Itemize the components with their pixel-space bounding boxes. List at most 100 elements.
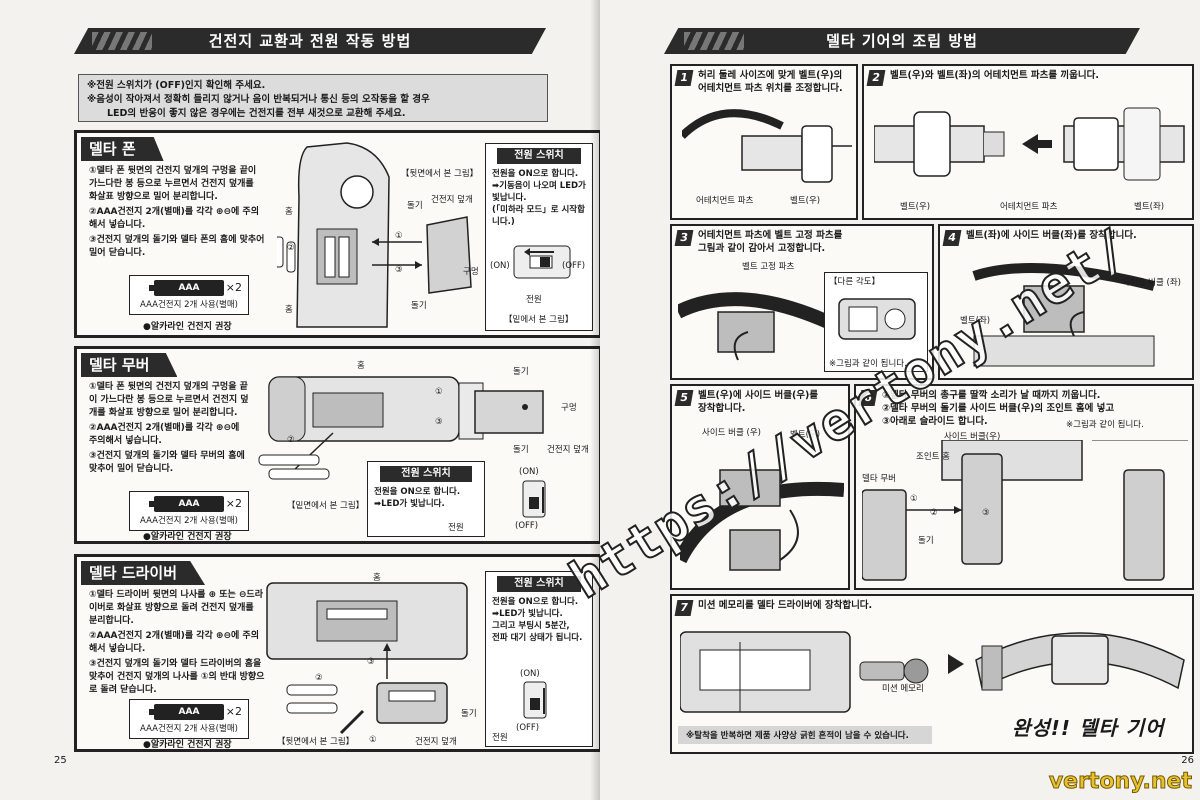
step-text: ①델타 무버의 총구를 딸깍 소리가 날 때까지 끼웁니다. [882,390,1101,401]
left-page-title: 건전지 교환과 전원 작동 방법 [208,32,412,50]
right-page-title: 델타 기어의 조립 방법 [826,32,978,50]
diagram-label: 벨트(우) [790,430,821,440]
diagram-label: 돌기 [513,445,529,455]
diagram-label: 돌기 [918,536,934,546]
battery-caption: AAA건전지 2개 사용(별매) [140,300,238,310]
bottom-view-caption: 【밑면에서 본 그림】 [287,501,365,511]
page-number: 25 [54,755,67,766]
step-text: ②AAA건전지 2개(별매)를 각각 ⊕⊖에 주의해서 넣습니다. [89,207,259,230]
bottom-view-caption: 【밑에서 본 그림】 [504,315,574,325]
battery-spec: AAA ×2 AAA건전지 2개 사용(별매) [129,491,249,531]
switch-off-label: (OFF) [515,521,539,531]
assembly-step-6: 6 ①델타 무버의 총구를 딸깍 소리가 날 때까지 끼웁니다. ②델타 무버의… [854,384,1194,590]
diagram-label: ② [287,435,295,445]
delta-mover-diagram [268,376,544,472]
delta-phone-diagram [277,142,472,328]
assembly-step-3: 3 어테치먼트 파츠에 벨트 고정 파츠를 그림과 같이 감아서 고정합니다. … [670,224,934,380]
diagram-label: 【다른 각도】 [829,277,880,287]
step-text: 허리 둘레 사이즈에 맞게 벨트(우)의 [698,70,843,81]
diagram-label: 벨트(좌) [1134,202,1165,212]
diagram-label: 사이드 버클 (좌) [1122,278,1181,288]
diagram-label: 홈 [373,573,381,583]
power-switch-box: 전원 스위치 전원을 ON으로 합니다. ➡LED가 빛납니다. 그리고 부팅시… [485,571,593,747]
diagram-label: ③ [982,508,990,518]
fixing-part-diagram [678,292,828,361]
battery-icon: AAA [149,280,224,296]
battery-notes: ※전원 스위치가 (OFF)인지 확인해 주세요. ※음성이 작아져서 정확히 … [78,74,548,122]
step-text: ②AAA건전지 2개(별매)를 각각 ⊕⊖에 주의해서 넣습니다. [89,423,240,446]
battery-count: ×2 [225,705,242,718]
diagram-label: ③ [395,265,403,275]
section-delta-mover: 델타 무버 ①델타 폰 뒷면의 건전지 덮개의 구멍을 끝이 가느다란 봉 등으… [74,346,602,544]
diagram-label: ① [910,494,918,504]
logo-watermark: vertony.net [1048,769,1192,795]
diagram-label: 건전지 덮개 [547,445,589,455]
page-number: 26 [1181,755,1194,766]
switch-off-label: (OFF) [562,261,586,271]
right-page: 델타 기어의 조립 방법 1 허리 둘레 사이즈에 맞게 벨트(우)의 어테치먼… [600,0,1200,800]
note-line: ※음성이 작아져서 정확히 들리지 않거나 음이 반복되거나 통신 등의 오작동… [87,94,430,105]
switch-title: 전원 스위치 [379,466,473,482]
switch-power-label: 전원 [526,295,542,305]
diagram-label: ① [369,735,377,745]
power-switch-box: 전원 스위치 전원을 ON으로 합니다. ➡기동음이 나오며 LED가 빛납니다… [485,143,593,331]
battery-caption: AAA건전지 2개 사용(별매) [140,516,238,526]
diagram-label: ※그림과 같이 됩니다. [1066,420,1144,430]
diagram-label: ① [395,231,403,241]
step-text: ②델타 무버의 돌기를 사이드 버클(우)의 조인트 홈에 넣고 [882,403,1115,414]
battery-count: ×2 [225,281,242,294]
assembly-step-1: 1 허리 둘레 사이즈에 맞게 벨트(우)의 어테치먼트 파츠 위치를 조정합니… [670,64,858,220]
step-text: 벨트(우)에 사이드 버클(우)를 [698,390,819,401]
scratch-warning: ※탈착을 반복하면 제품 사양상 긁힌 흔적이 남을 수 있습니다. [678,726,932,744]
step-number: 2 [866,70,886,86]
diagram-label: 벨트(우) [790,196,821,206]
diagram-label: ① [435,387,443,397]
section-title: 델타 무버 [81,353,178,377]
diagram-label: 조인트 홈 [916,452,950,462]
diagram-label: 돌기 [461,709,477,719]
switch-on-label: (ON) [490,261,510,271]
section-delta-phone: 델타 폰 ①델타 폰 뒷면의 건전지 덮개의 구멍을 끝이 가느다란 봉 등으로… [74,130,602,338]
battery-count: ×2 [225,497,242,510]
switch-on-label: (ON) [519,467,539,477]
step-text: 어테치먼트 파츠에 벨트 고정 파츠를 [698,230,843,241]
diagram-label: 구멍 [561,403,577,413]
right-page-title-banner: 델타 기어의 조립 방법 [664,28,1140,54]
left-page: 건전지 교환과 전원 작동 방법 ※전원 스위치가 (OFF)인지 확인해 주세… [54,28,602,766]
diagram-label: 건전지 덮개 [415,737,457,747]
assembly-step-7: 7 미션 메모리를 델타 드라이버에 장착합니다. 미션 메모리 완성!! 델타… [670,594,1194,754]
step-list: ①델타 드라이버 뒷면의 나사를 ⊕ 또는 ⊖드라이버로 화살표 방향으로 돌려… [89,589,265,699]
step-number: 7 [674,600,694,616]
step-list: ①델타 폰 뒷면의 건전지 덮개의 구멍을 끝이 가느다란 봉 등으로 누르면서… [89,165,265,262]
step-text: ③건전지 덮개의 돌기와 델타 무버의 홈에 맞추어 밀어 닫습니다. [89,451,245,474]
step-text: ③건전지 덮개의 돌기와 델타 드라이버의 홈을 맞추어 건전지 덮개의 나사를… [89,659,265,695]
mover-batteries-icon [258,454,330,480]
mission-memory-diagram [680,631,929,713]
diagram-label: 벨트(좌) [960,316,991,326]
diagram-label: 델타 무버 [862,474,896,484]
diagram-label: 어테치먼트 파츠 [1000,202,1058,212]
battery-spec: AAA ×2 AAA건전지 2개 사용(별매) [129,699,249,739]
step-text: ①델타 폰 뒷면의 건전지 덮개의 구멍을 끝이 가느다란 봉 등으로 누르면서… [89,382,249,418]
belt-attachment-diagram [682,109,852,183]
switch-text: (「미하라 모드」로 시작합니다.) [492,205,585,227]
diagram-label: 벨트 고정 파츠 [742,262,795,272]
left-page-title-banner: 건전지 교환과 전원 작동 방법 [74,28,546,54]
diagram-label: 돌기 [407,201,423,211]
note-line: ※전원 스위치가 (OFF)인지 확인해 주세요. [87,80,266,91]
battery-icon: AAA [149,496,224,512]
switch-text: 전원을 ON으로 합니다. [492,169,579,179]
step-number: 3 [674,230,694,246]
mover-attach-diagram [862,440,1188,581]
assembly-step-5: 5 벨트(우)에 사이드 버클(우)를 장착합니다. 사이드 버클 (우) 벨트… [670,384,850,590]
diagram-label: 사이드 버클(우) [944,432,1001,442]
step-text: ③건전지 덮개의 돌기와 델타 폰의 홈에 맞추어 밀어 닫습니다. [89,235,265,258]
side-buckle-right-diagram [680,469,844,571]
step-text: 미션 메모리를 델타 드라이버에 장착합니다. [698,600,873,611]
battery-icon: AAA [149,704,224,720]
rear-view-caption: 【뒷면에서 본 그림】 [401,169,479,179]
power-switch-icon [522,480,546,518]
step-text: ③아래로 슬라이드 합니다. [882,416,988,427]
switch-power-label: 전원 [492,733,508,743]
battery-caption: AAA건전지 2개 사용(별매) [140,724,238,734]
